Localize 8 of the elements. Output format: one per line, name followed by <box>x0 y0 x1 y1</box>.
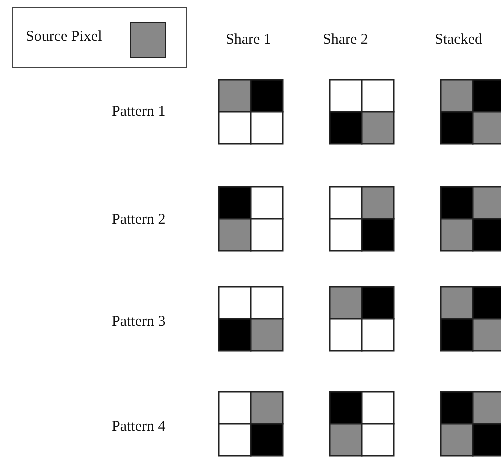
row-label: Pattern 1 <box>112 103 166 121</box>
row-label: Pattern 4 <box>112 418 166 436</box>
row-label: Pattern 2 <box>112 211 166 229</box>
column-header: Share 2 <box>323 31 368 49</box>
column-header: Share 1 <box>226 31 272 49</box>
row-label: Pattern 3 <box>112 313 166 331</box>
column-header: Stacked <box>435 31 482 49</box>
legend-label: Source Pixel <box>26 28 102 46</box>
